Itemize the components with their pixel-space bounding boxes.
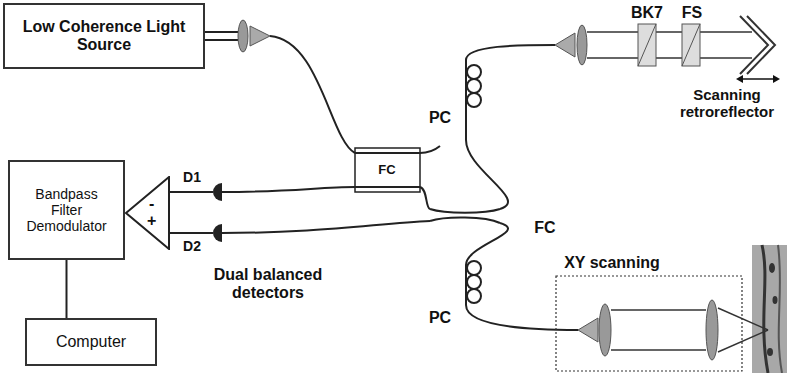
beam <box>587 31 752 33</box>
glass-label: BK7 <box>630 4 664 22</box>
glass-label: FS <box>681 4 703 22</box>
lens <box>238 20 248 52</box>
detector-label: D1 <box>182 169 202 185</box>
controller-label: PC <box>428 309 452 327</box>
detector-symbol <box>213 183 222 201</box>
tissue-layer <box>762 245 768 373</box>
coupler-housing <box>355 148 420 192</box>
signal-line <box>66 260 68 318</box>
fiber <box>466 45 555 209</box>
fiber <box>355 186 420 188</box>
polarization-loop <box>467 261 481 275</box>
amplifier-triangle <box>126 177 169 249</box>
differential-amplifier: -+ <box>125 176 170 250</box>
detector-label: D2 <box>182 238 202 254</box>
beam <box>587 57 752 59</box>
fiber <box>222 187 355 192</box>
glass-prism-edge <box>682 24 700 66</box>
lens <box>577 25 587 65</box>
lens <box>599 304 611 356</box>
beam <box>611 349 706 351</box>
fiber <box>205 39 238 41</box>
retroreflector <box>747 16 775 74</box>
tissue-cell <box>773 296 778 304</box>
glass-prism <box>638 24 656 66</box>
coupler-label: FC <box>377 163 396 178</box>
box-text: Computer <box>56 333 126 351</box>
box-text: Low Coherence Light Source <box>17 18 191 55</box>
fiber <box>270 36 355 153</box>
tissue-layer <box>778 245 782 373</box>
retroreflector <box>740 16 768 74</box>
tissue-cell <box>767 348 773 356</box>
demodulator-box: Bandpass Filter Demodulator <box>8 160 125 260</box>
tissue-sample <box>752 245 787 373</box>
beam <box>718 330 768 352</box>
polarization-loop <box>467 289 481 303</box>
fiber <box>420 187 430 209</box>
arrowhead <box>773 75 780 83</box>
polarization-loop <box>467 79 481 93</box>
fiber <box>420 146 440 153</box>
polarity-sign: + <box>147 213 156 229</box>
fiber <box>222 221 430 233</box>
wire <box>170 232 213 234</box>
coupler-label: FC <box>533 219 556 237</box>
wire <box>170 191 213 193</box>
detector-symbol <box>213 224 222 242</box>
fiber-coupler <box>430 209 500 213</box>
caption-label: Dual balanced detectors <box>192 266 344 303</box>
arrowhead <box>736 75 743 83</box>
fiber-coupler <box>430 217 500 223</box>
polarity-sign: - <box>149 196 154 212</box>
scan-arrow <box>740 78 776 80</box>
light-source-box: Low Coherence Light Source <box>3 3 205 69</box>
fiber-collimator <box>578 318 598 342</box>
fiber-collimator <box>555 33 575 57</box>
part-label: Scanning retroreflector <box>667 86 787 121</box>
polarization-loop <box>467 275 481 289</box>
controller-label: PC <box>428 109 452 127</box>
polarization-loop <box>467 65 481 79</box>
beam <box>611 309 706 311</box>
beam <box>718 308 768 330</box>
scanner-enclosure <box>556 276 742 371</box>
fiber <box>205 31 238 33</box>
lens <box>706 300 718 360</box>
polarization-loop <box>467 93 481 107</box>
computer-box: Computer <box>25 318 157 366</box>
glass-prism <box>682 24 700 66</box>
tissue-cell <box>769 263 775 273</box>
part-label: XY scanning <box>563 254 661 272</box>
glass-prism-edge <box>638 24 656 66</box>
box-text: Bandpass Filter Demodulator <box>22 186 111 234</box>
fiber <box>355 152 420 154</box>
fiber-collimator <box>250 26 270 46</box>
